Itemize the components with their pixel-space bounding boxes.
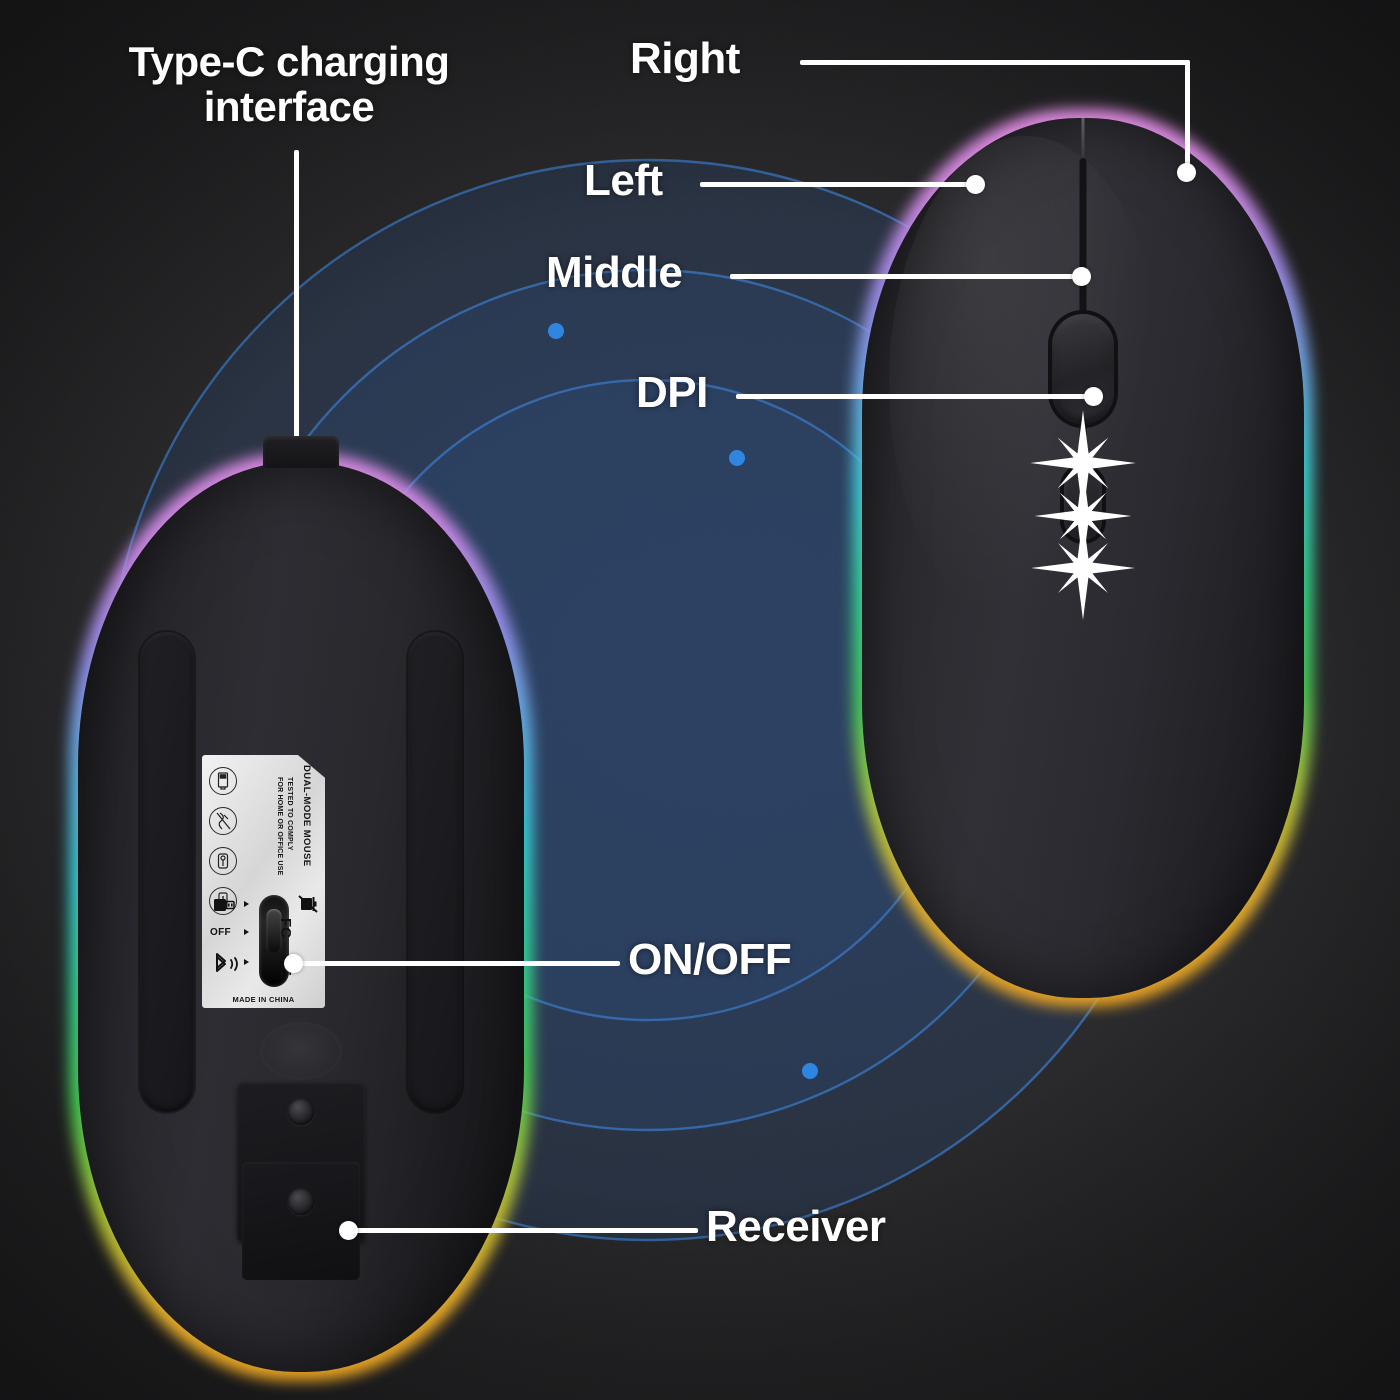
- switch-arrow-top: [244, 901, 249, 907]
- switch-arrow-bottom: [244, 959, 249, 965]
- leader-dot-left: [966, 175, 985, 194]
- mouse-underside-view: DUAL-MODE MOUSE TESTED TO COMPLY FOR HOM…: [69, 436, 533, 1381]
- mouse-foot-left: [140, 632, 194, 1112]
- led-sparkle-icon: [1031, 516, 1135, 620]
- leader-dot-right: [1177, 163, 1196, 182]
- label-made-in: MADE IN CHINA: [232, 995, 295, 1004]
- label-compliance-line-2: FOR HOME OR OFFICE USE: [276, 777, 283, 876]
- leader-line-type-c: [294, 150, 299, 450]
- wheel-stem-upper: [1079, 158, 1087, 323]
- led-sparkle-icon: [1030, 410, 1136, 516]
- usb-dongle-icon: [214, 899, 235, 911]
- optical-sensor-area: [260, 1022, 342, 1080]
- bluetooth-icon: [216, 953, 238, 972]
- mouse-top-shell: [862, 118, 1304, 998]
- leader-line-on-off: [292, 961, 620, 966]
- mouse-underside-shell: DUAL-MODE MOUSE TESTED TO COMPLY FOR HOM…: [78, 462, 524, 1372]
- leader-line-middle: [730, 274, 1082, 279]
- ring-marker-dots: [548, 323, 818, 1079]
- switch-arrow-mid: [244, 929, 249, 935]
- receiver-compartment-lid[interactable]: [242, 1162, 360, 1280]
- leader-line-right-v: [1185, 60, 1190, 170]
- leader-line-left: [700, 182, 978, 187]
- label-compliance-line-1: TESTED TO COMPLY: [286, 777, 293, 851]
- led-sparkle-icon: [1034, 467, 1132, 565]
- mouse-top-view: [853, 109, 1313, 1007]
- callout-label-type-c: Type-C charging interface: [128, 38, 450, 130]
- shell-highlight: [888, 135, 1163, 629]
- screw-icon-upper: [287, 1098, 315, 1125]
- leader-dot-on-off: [284, 954, 303, 973]
- callout-label-right: Right: [630, 34, 740, 83]
- battery-icon: [209, 767, 237, 795]
- screw-icon-lower: [287, 1188, 315, 1215]
- no-liquid-icon: [209, 807, 237, 835]
- callout-label-middle: Middle: [546, 248, 683, 297]
- callout-label-on-off: ON/OFF: [628, 935, 792, 984]
- product-regulatory-label: DUAL-MODE MOUSE TESTED TO COMPLY FOR HOM…: [202, 755, 325, 1008]
- dongle-socket-icon: [209, 847, 237, 875]
- leader-dot-receiver: [339, 1221, 358, 1240]
- switch-off-text: OFF: [210, 927, 231, 938]
- weee-crossed-bin-icon: [298, 895, 318, 913]
- leader-dot-dpi: [1084, 387, 1103, 406]
- leader-dot-middle: [1072, 267, 1091, 286]
- callout-label-receiver: Receiver: [706, 1202, 886, 1251]
- label-product-name: DUAL-MODE MOUSE: [301, 765, 312, 867]
- power-mode-switch[interactable]: [259, 895, 289, 987]
- leader-line-dpi: [736, 394, 1094, 399]
- mouse-foot-right: [408, 632, 462, 1112]
- callout-label-dpi: DPI: [636, 368, 708, 417]
- fcc-icon: FC: [277, 918, 294, 938]
- type-c-port: [263, 436, 339, 468]
- leader-line-right-h: [800, 60, 1190, 65]
- scroll-wheel-button[interactable]: [1052, 314, 1114, 424]
- callout-label-left: Left: [584, 156, 663, 205]
- switch-knob[interactable]: [266, 909, 282, 953]
- leader-line-receiver: [348, 1228, 698, 1233]
